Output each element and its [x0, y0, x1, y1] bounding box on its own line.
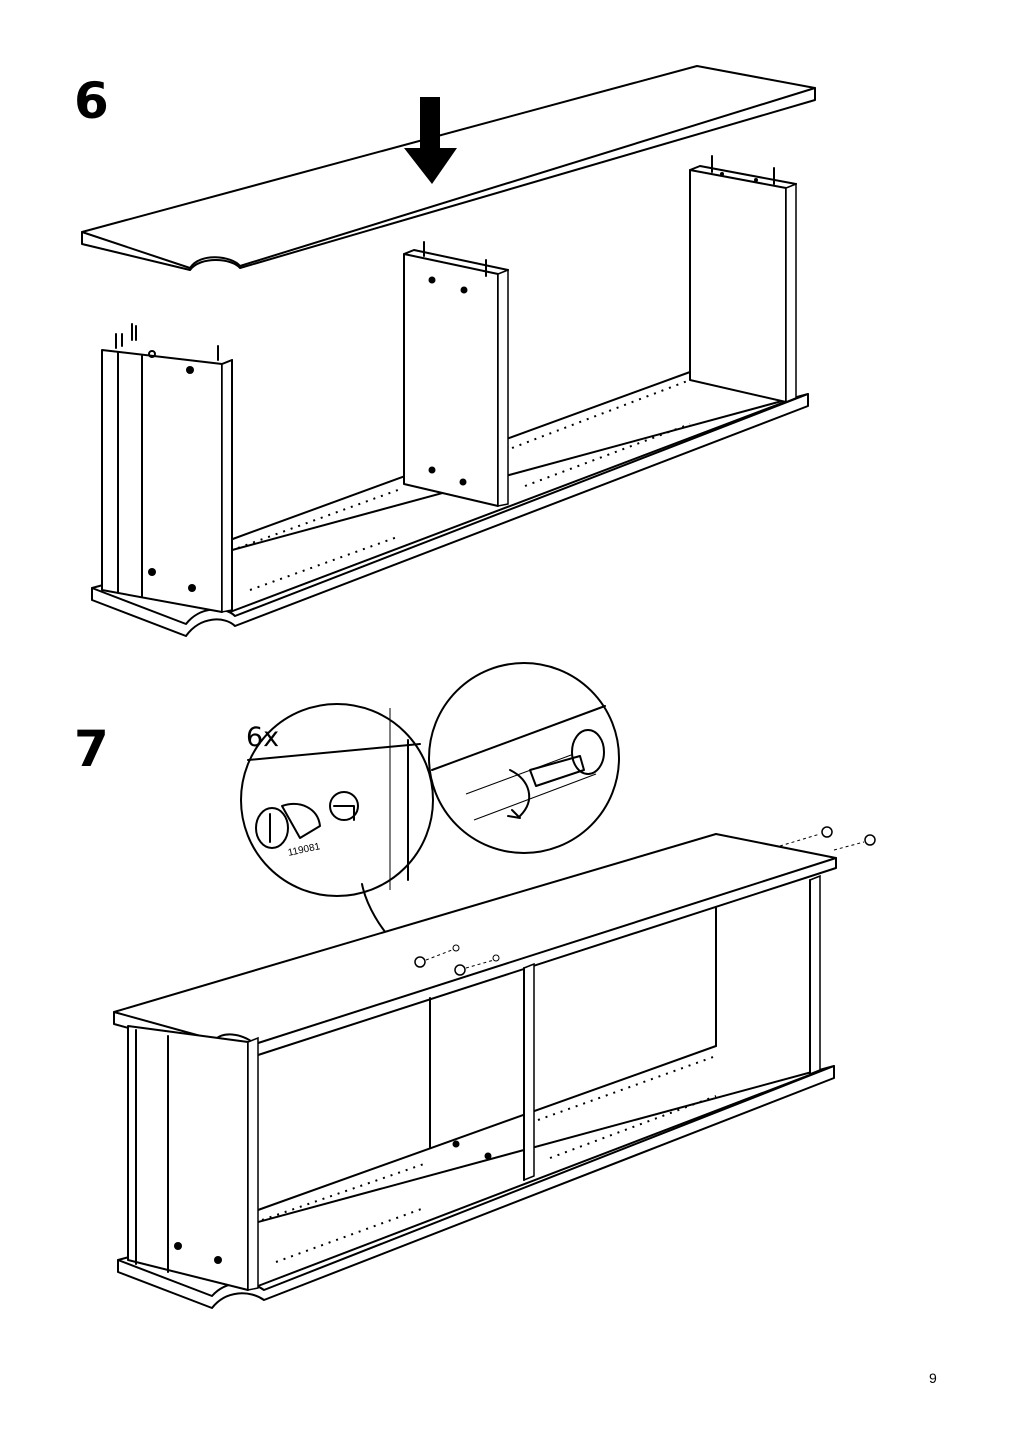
step-6-illustration — [81, 65, 816, 637]
top-panel — [81, 65, 816, 271]
step-number: 7 — [74, 720, 109, 778]
back-walls — [429, 907, 717, 1149]
page-number: 9 — [929, 1370, 937, 1386]
left-side-panel — [101, 323, 233, 613]
middle-divider — [403, 241, 509, 507]
assembled-left-side — [127, 1025, 259, 1291]
step-7-illustration — [113, 662, 876, 1309]
assembled-top-panel — [113, 833, 837, 1057]
right-side-panel — [689, 155, 797, 404]
assembled-middle-divider — [452, 962, 535, 1182]
quantity-label: 6x — [246, 722, 280, 753]
down-arrow-icon — [404, 97, 457, 184]
step-number: 6 — [74, 72, 109, 130]
assembled-right-side — [809, 874, 821, 1076]
screwdriver-detail-callout — [428, 662, 620, 854]
